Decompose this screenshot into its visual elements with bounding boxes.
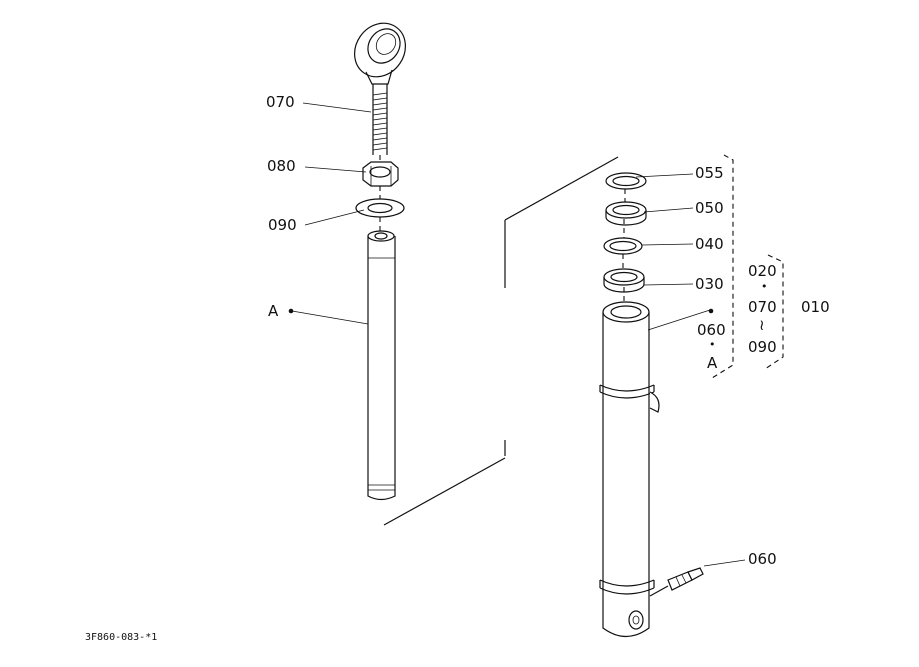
- assembly-link-lines: [383, 156, 619, 526]
- piston-rod-A: [367, 230, 396, 501]
- group-brackets: [711, 154, 784, 379]
- callout-030: 030: [695, 275, 724, 293]
- bushing-050: [605, 201, 647, 226]
- washer-090: [355, 198, 405, 218]
- nut-080: [362, 161, 399, 187]
- drawing-code: 3F860-083-*1: [85, 632, 158, 643]
- callout-055: 055: [695, 164, 724, 182]
- kit-assembly-010: 010: [801, 298, 830, 316]
- cylinder-tube-060: [599, 301, 660, 638]
- ring-040: [603, 237, 643, 255]
- callout-090-washer: 090: [268, 216, 297, 234]
- callout-a-included: A: [707, 354, 718, 372]
- callout-060-grease-nipple: 060: [748, 550, 777, 568]
- callout-060-tube: 060: [697, 321, 726, 339]
- callout-070-rod-end: 070: [266, 93, 295, 111]
- seal-055: [605, 172, 647, 190]
- callout-080-nut: 080: [267, 157, 296, 175]
- callout-040: 040: [695, 235, 724, 253]
- right-axis-dashes: [622, 189, 626, 302]
- kit-range-dot: •: [761, 280, 768, 293]
- kit-range-tilde: ≀: [759, 316, 765, 334]
- callout-a-rod: A: [268, 302, 279, 320]
- leader-lines: [288, 102, 746, 567]
- packing-030: [603, 268, 645, 293]
- kit-range-end-090: 090: [748, 338, 777, 356]
- callout-separator-dot: •: [709, 338, 716, 351]
- grease-nipple-060: [649, 567, 704, 597]
- rod-end-eye-070: [354, 22, 406, 85]
- kit-range-start-020: 020: [748, 262, 777, 280]
- threaded-rod-070: [372, 84, 388, 155]
- kit-range-070: 070: [748, 298, 777, 316]
- callout-050: 050: [695, 199, 724, 217]
